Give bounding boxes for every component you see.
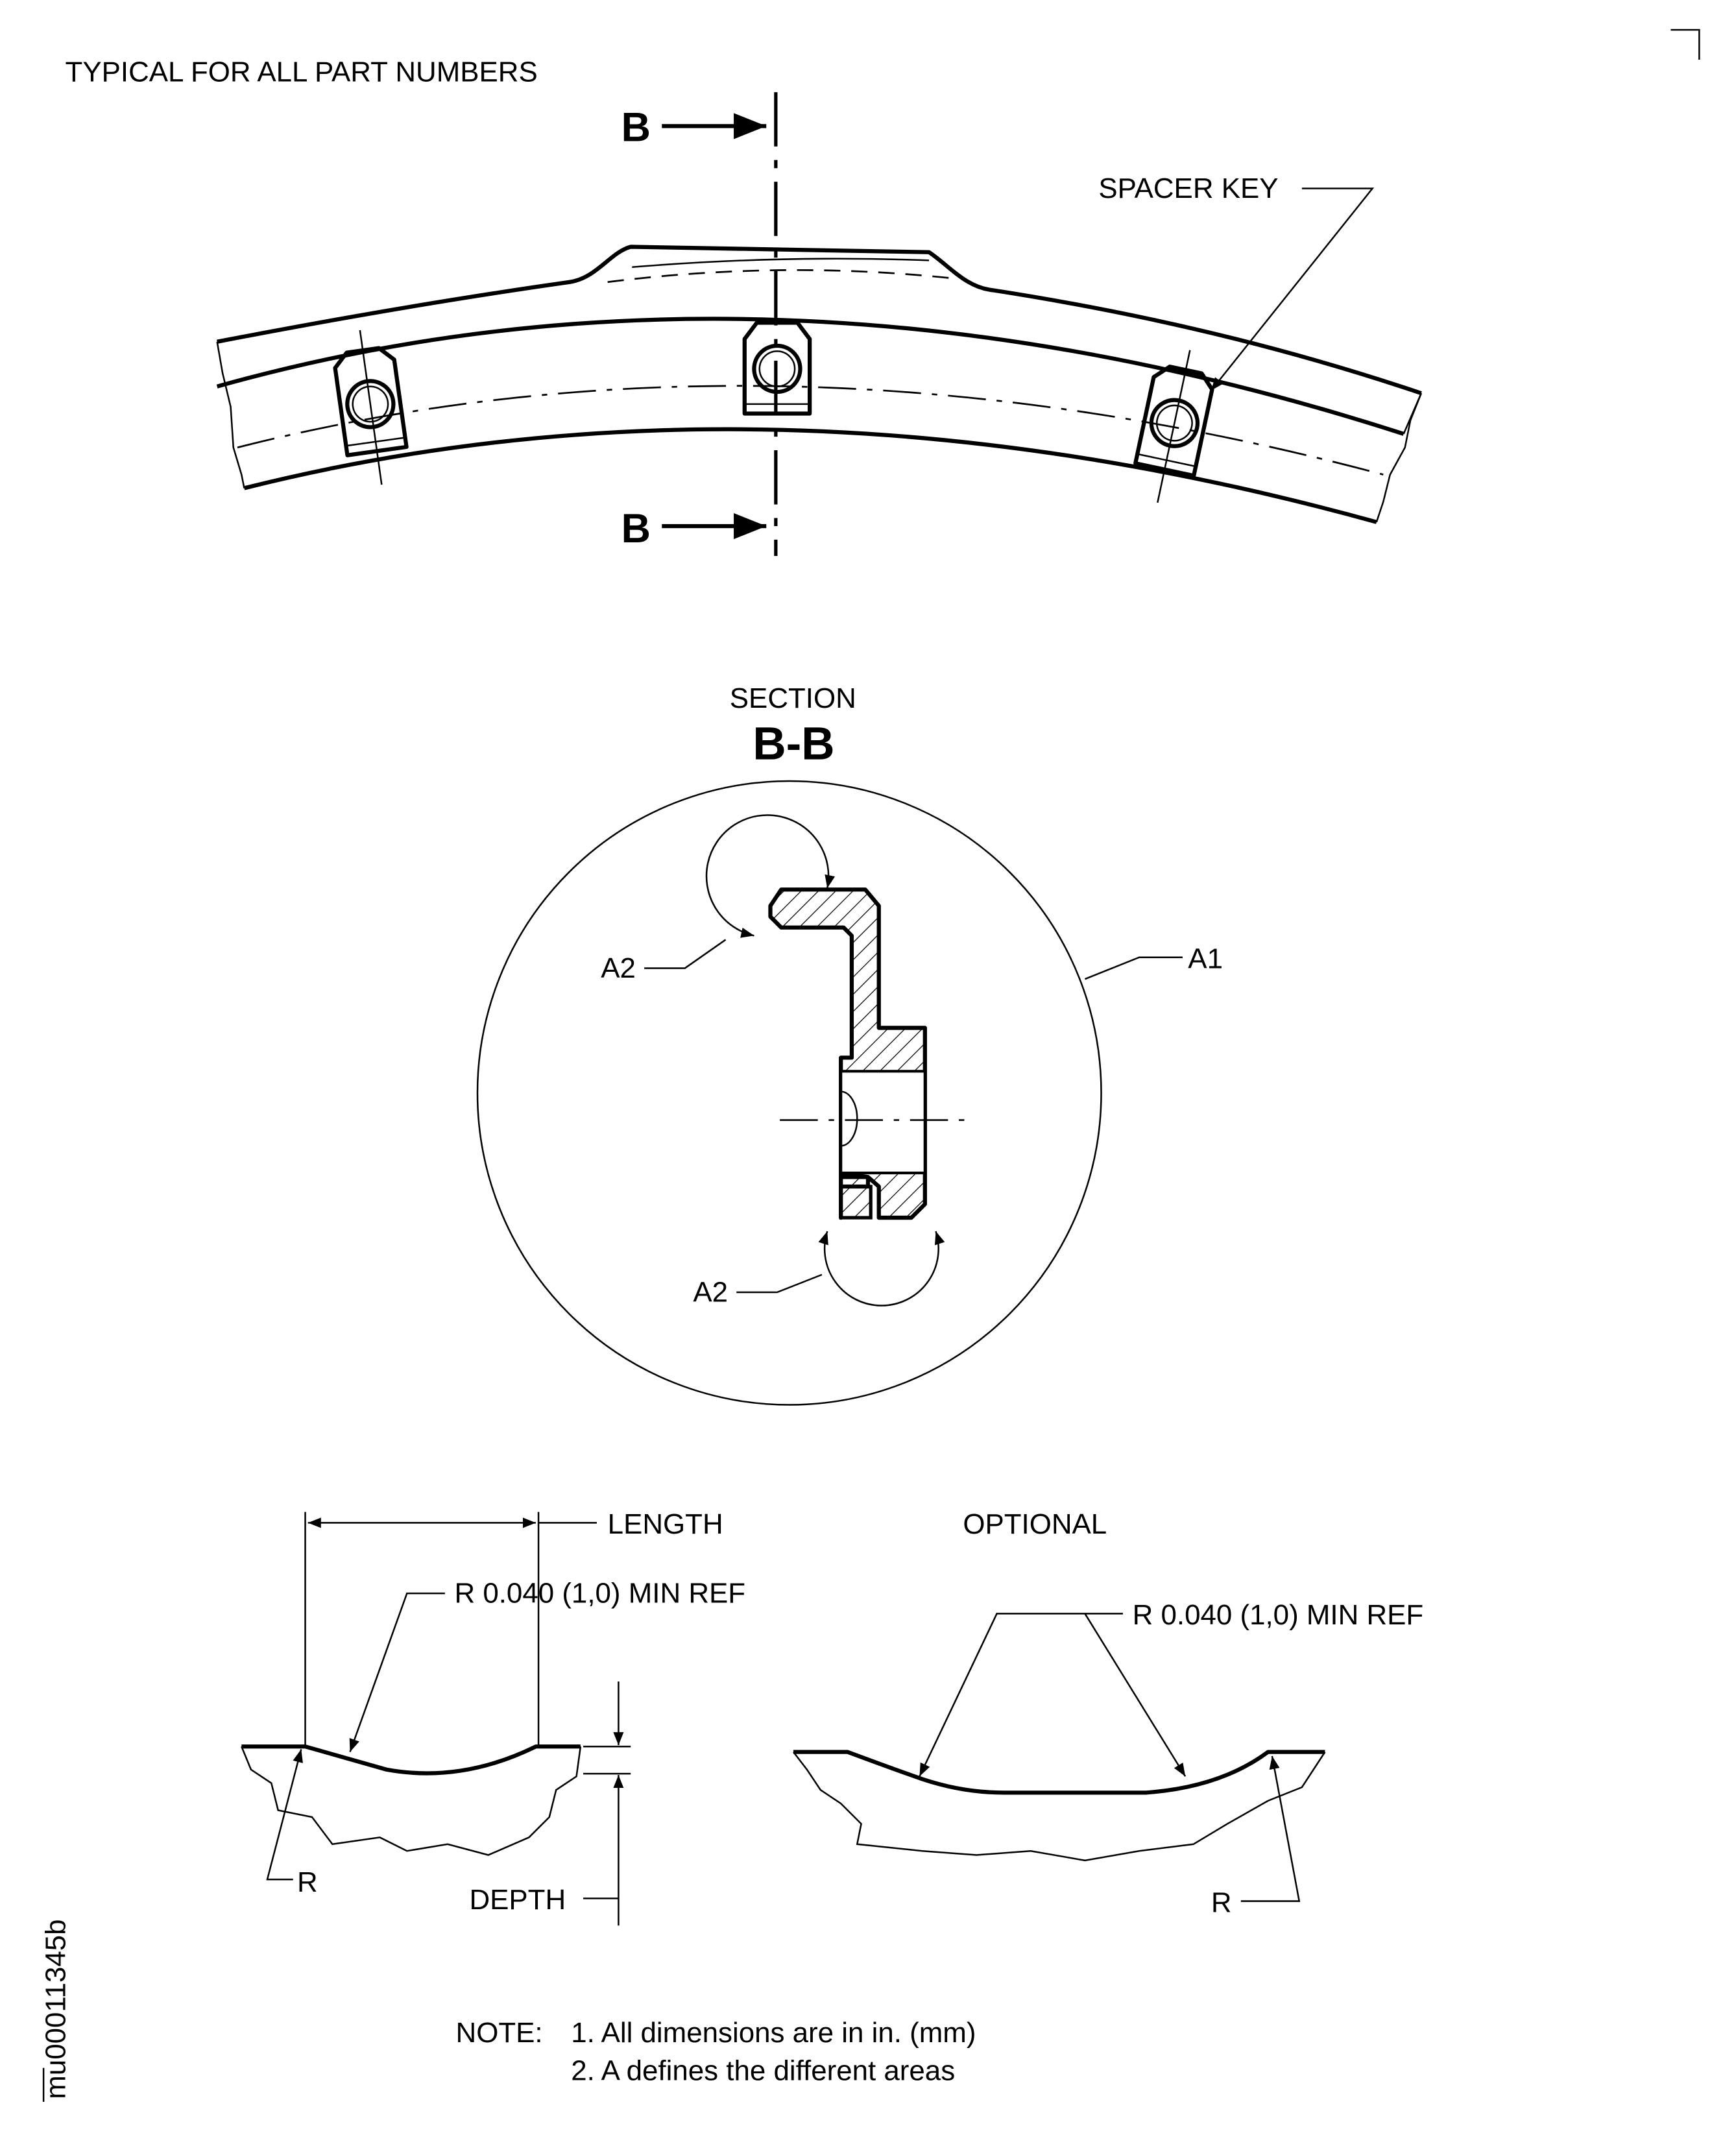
spacer-key-left — [333, 330, 409, 485]
svg-text:1. All dimensions are in in. (: 1. All dimensions are in in. (mm) — [571, 2017, 976, 2049]
top-view-ring-segment — [216, 92, 1422, 557]
svg-text:DEPTH: DEPTH — [469, 1884, 566, 1916]
spacer-key-callout: SPACER KEY — [1098, 173, 1375, 391]
section-area-circle — [476, 780, 1102, 1406]
svg-text:LENGTH: LENGTH — [608, 1508, 723, 1540]
svg-text:A2: A2 — [693, 1277, 728, 1308]
svg-text:NOTE:: NOTE: — [456, 2017, 543, 2049]
figure-id: mu00011345b — [40, 1919, 72, 2099]
area-a1-callout: A1 — [1084, 943, 1223, 980]
svg-text:B: B — [621, 506, 651, 551]
svg-text:B: B — [621, 104, 651, 150]
svg-text:OPTIONAL: OPTIONAL — [963, 1508, 1107, 1540]
detail-left: LENGTH R 0.040 (1,0) MIN REF DEPTH R — [241, 1508, 745, 1926]
svg-text:R 0.040 (1,0) MIN REF: R 0.040 (1,0) MIN REF — [1133, 1599, 1424, 1631]
corner-mark-top-right — [1670, 29, 1700, 60]
area-a2-callout-top: A2 — [601, 814, 836, 984]
section-heading: SECTION — [730, 682, 856, 714]
svg-text:A1: A1 — [1188, 943, 1223, 974]
section-marker-bottom: B — [621, 506, 767, 551]
spacer-key-right — [1133, 350, 1214, 503]
svg-text:R: R — [297, 1866, 318, 1898]
section-marker-top: B — [621, 104, 767, 150]
section-profile — [768, 887, 966, 1220]
section-name: B-B — [753, 719, 834, 770]
area-a2-callout-bottom: A2 — [693, 1231, 945, 1308]
svg-text:R 0.040 (1,0) MIN REF: R 0.040 (1,0) MIN REF — [454, 1578, 745, 1609]
detail-right: OPTIONAL R 0.040 (1,0) MIN REF R — [793, 1508, 1423, 1918]
svg-text:R: R — [1211, 1886, 1232, 1918]
svg-text:SPACER KEY: SPACER KEY — [1098, 173, 1278, 204]
svg-text:2. A defines the different are: 2. A defines the different areas — [571, 2055, 955, 2086]
notes: NOTE: 1. All dimensions are in in. (mm) … — [456, 2017, 976, 2087]
header-title: TYPICAL FOR ALL PART NUMBERS — [66, 56, 538, 88]
svg-text:A2: A2 — [601, 952, 636, 984]
